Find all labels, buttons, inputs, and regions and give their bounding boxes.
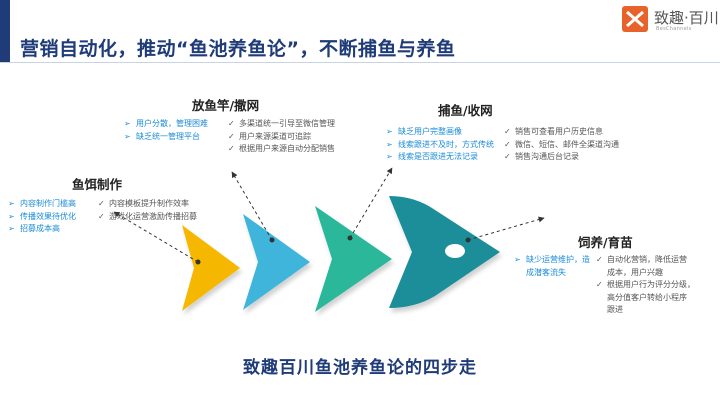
fish-eye	[445, 244, 465, 258]
solution-item: 根据用户行为评分分级，	[596, 279, 695, 292]
problem-item-continued: 成潜客流失	[526, 267, 566, 277]
solution-item: 微信、短信、邮件全渠道沟通	[504, 139, 619, 152]
stage-solutions-catching: 销售可查看用户历史信息 微信、短信、邮件全渠道沟通 销售沟通后台记录	[504, 126, 619, 164]
stage-title-bait: 鱼饵制作	[72, 177, 123, 192]
problem-item: 内容制作门槛高	[8, 198, 76, 211]
solution-item-continued: 成本，用户兴趣	[607, 267, 663, 277]
stage-title-catching: 捕鱼/收网	[438, 103, 493, 118]
stage-solutions-casting: 多渠道统一引导至微信管理 用户来源渠道可追踪 根据用户来源自动分配销售	[228, 118, 335, 156]
problem-item: 缺乏统一管理平台	[124, 131, 208, 144]
solution-item: 销售可查看用户历史信息	[504, 126, 619, 139]
stage-shape-bait	[182, 225, 240, 311]
stage-problems-breeding: 缺少运营维护，造 成潜客流失	[514, 254, 590, 279]
stage-solutions-bait: 内容模板提升制作效率 游戏化运营激励传播招募	[98, 198, 197, 223]
stage-title-breeding: 饲养/育苗	[578, 235, 633, 250]
solution-item: 销售沟通后台记录	[504, 151, 619, 164]
arrow-bait	[113, 211, 199, 263]
solution-item: 多渠道统一引导至微信管理	[228, 118, 335, 131]
header-accent-bar	[0, 0, 10, 62]
solution-item: 内容模板提升制作效率	[98, 198, 197, 211]
stage-shape-catching	[315, 206, 392, 312]
solution-item-continued: 高分值客户转给小程序	[607, 292, 687, 302]
problem-item: 线索是否跟进无法记录	[386, 151, 494, 164]
problem-item: 缺少运营维护，造	[514, 254, 590, 267]
stage-solutions-breeding: 自动化营销，降低运营 成本，用户兴趣 根据用户行为评分分级， 高分值客户转给小程…	[596, 254, 695, 317]
arrow-casting	[231, 171, 273, 241]
solution-item: 游戏化运营激励传播招募	[98, 211, 197, 224]
solution-item: 用户来源渠道可追踪	[228, 131, 335, 144]
stage-problems-catching: 缺乏用户完整画像 线索跟进不及时，方式传统 线索是否跟进无法记录	[386, 126, 494, 164]
logo-mark-icon	[622, 6, 648, 32]
stage-shape-breeding	[389, 196, 500, 308]
arrow-catching	[349, 167, 393, 239]
arrow-breeding	[467, 216, 545, 241]
footer-title: 致趣百川鱼池养鱼论的四步走	[243, 358, 477, 378]
solution-item: 根据用户来源自动分配销售	[228, 143, 335, 156]
solution-item: 自动化营销，降低运营	[596, 254, 695, 267]
stage-problems-bait: 内容制作门槛高 传播效果待优化 招募成本高	[8, 198, 76, 236]
stage-problems-casting: 用户分散，管理困难 缺乏统一管理平台	[124, 118, 208, 143]
logo-name: 致趣·百川	[654, 9, 719, 27]
problem-item: 线索跟进不及时，方式传统	[386, 139, 494, 152]
page-title: 营销自动化，推动“鱼池养鱼论”，不断捕鱼与养鱼	[20, 38, 456, 60]
logo-subtitle: BesChannels	[656, 26, 692, 32]
stage-shape-casting	[243, 214, 310, 310]
header-divider	[0, 62, 720, 63]
problem-item: 传播效果待优化	[8, 211, 76, 224]
stage-title-casting: 放鱼竿/撒网	[192, 98, 260, 113]
solution-item-continued: 跟进	[607, 305, 623, 314]
problem-item: 缺乏用户完整画像	[386, 126, 494, 139]
brand-logo: 致趣·百川 BesChannels	[622, 4, 719, 36]
problem-item: 用户分散，管理困难	[124, 118, 208, 131]
problem-item: 招募成本高	[8, 223, 76, 236]
